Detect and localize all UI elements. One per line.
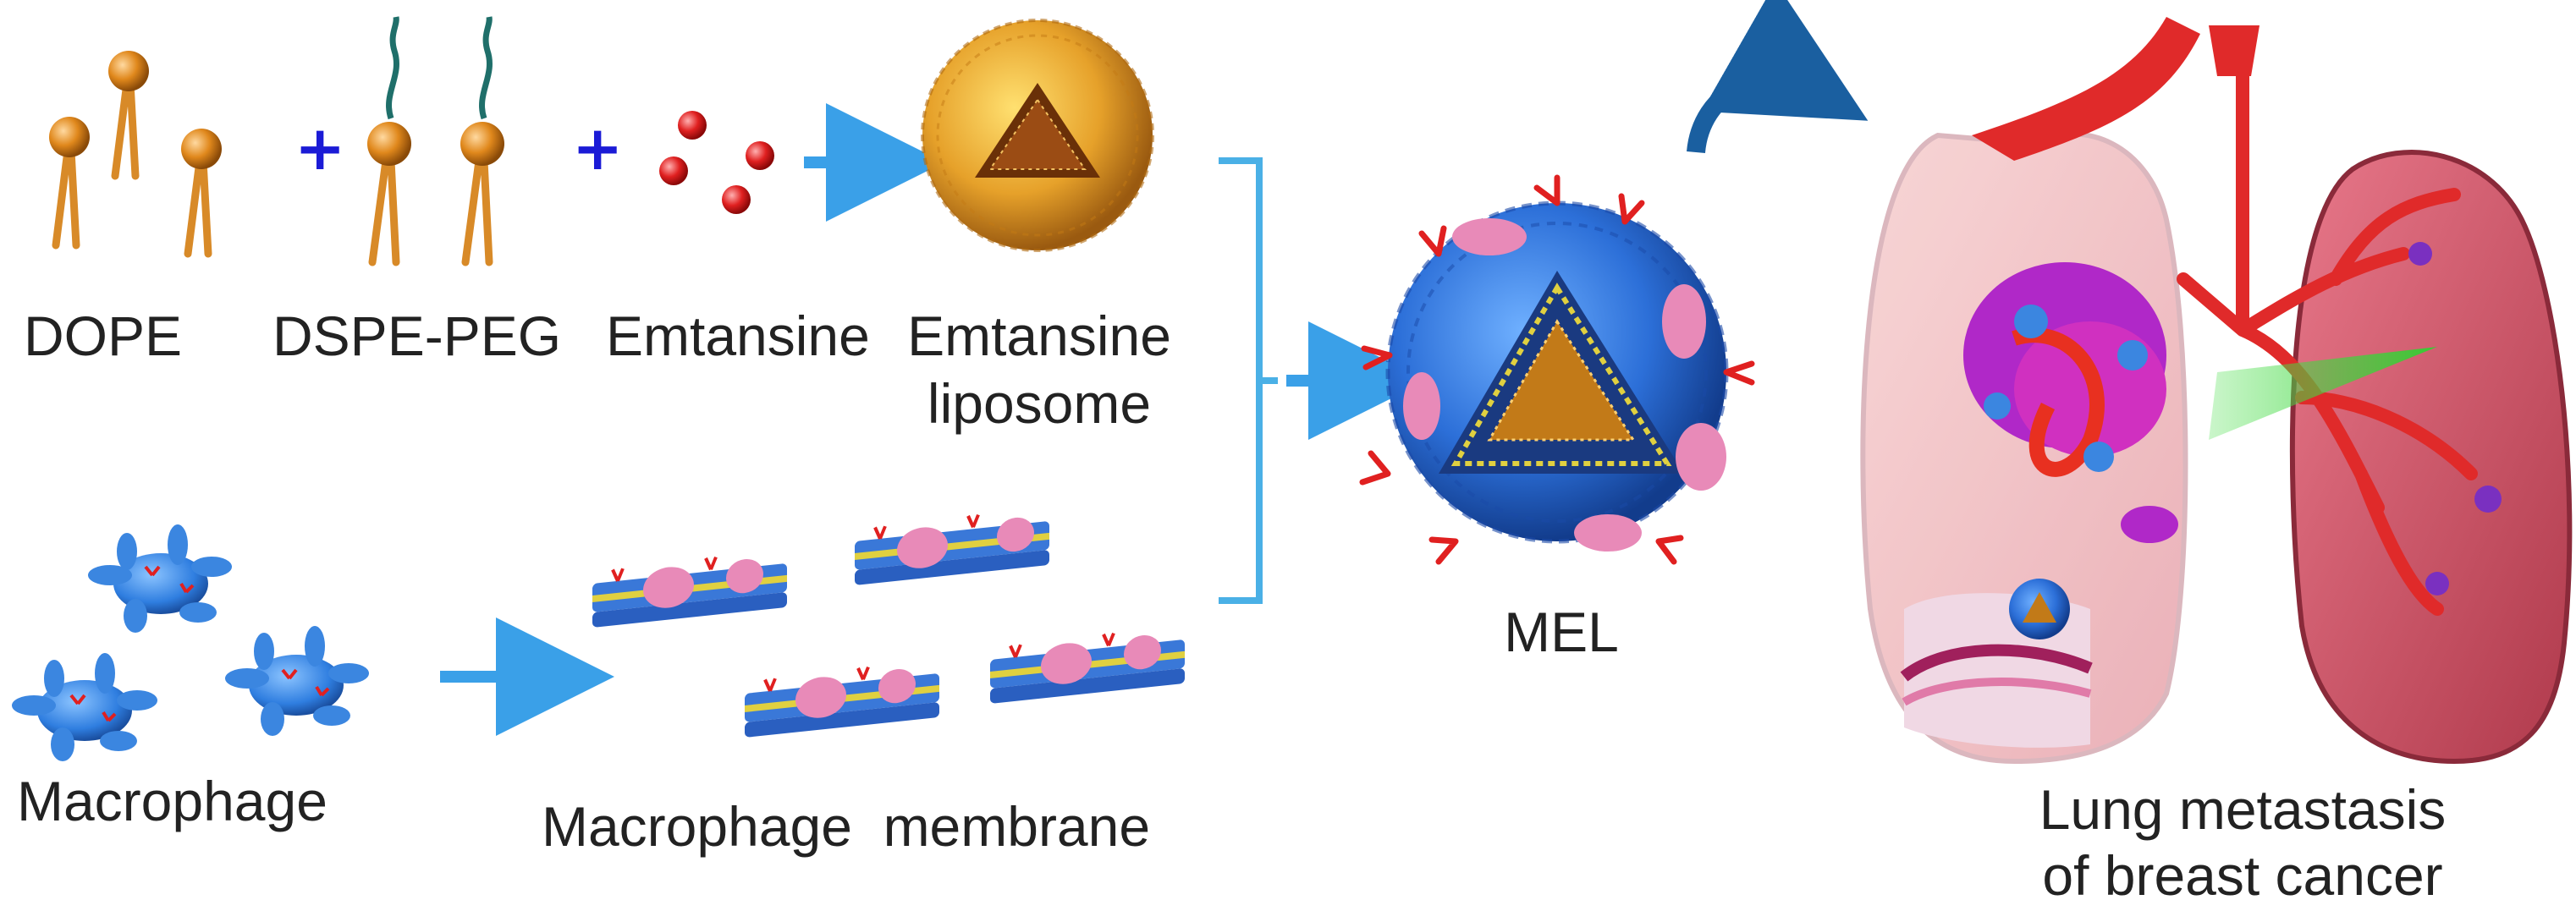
macrophage-membrane-fragments-icon bbox=[592, 514, 1185, 738]
label-mel: MEL bbox=[1504, 601, 1619, 663]
emtansine-drug-icon bbox=[659, 111, 774, 214]
emtansine-liposome-icon bbox=[921, 19, 1154, 252]
dope-lipids-icon bbox=[49, 51, 222, 258]
label-emtansine-liposome-line2: liposome bbox=[927, 372, 1151, 435]
lung-metastasis-illustration bbox=[1860, 17, 2573, 765]
label-lung-line1: Lung metastasis bbox=[2039, 778, 2447, 841]
macrophage-cells-icon bbox=[12, 524, 369, 761]
mel-nanoparticle-icon bbox=[1359, 174, 1755, 565]
label-lung-line2: of breast cancer bbox=[2042, 844, 2442, 907]
dspe-peg-lipids-icon bbox=[367, 16, 504, 266]
label-dope: DOPE bbox=[24, 305, 182, 367]
label-dspe-peg: DSPE-PEG bbox=[272, 305, 561, 367]
label-emtansine: Emtansine bbox=[606, 305, 870, 367]
plus-sign: + bbox=[572, 113, 623, 184]
plus-sign: + bbox=[294, 113, 345, 184]
curved-arrow bbox=[1687, 0, 1869, 154]
label-emtansine-liposome-line1: Emtansine bbox=[907, 305, 1171, 367]
label-macrophage-membrane: Macrophage membrane bbox=[542, 795, 1150, 858]
label-macrophage: Macrophage bbox=[17, 770, 328, 832]
combine-bracket bbox=[1219, 157, 1278, 604]
